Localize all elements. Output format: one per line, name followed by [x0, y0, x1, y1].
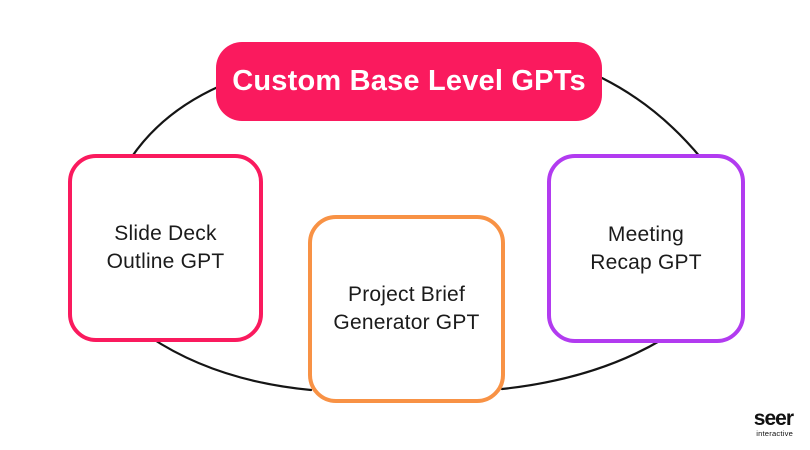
node-label: Project Brief Generator GPT — [333, 281, 479, 336]
logo-wordmark: seer — [753, 407, 794, 430]
diagram-title: Custom Base Level GPTs — [232, 65, 586, 97]
node-project-brief-generator-gpt: Project Brief Generator GPT — [308, 215, 505, 403]
connector-arc-bottom-left — [148, 335, 313, 392]
connector-arc-top-right — [600, 76, 703, 160]
node-slide-deck-outline-gpt: Slide Deck Outline GPT — [68, 154, 263, 342]
logo-subtitle: interactive — [756, 429, 793, 438]
node-label-line2: Outline GPT — [106, 250, 225, 273]
node-label-line2: Recap GPT — [590, 250, 702, 274]
connector-arc-bottom-right — [500, 337, 665, 391]
node-label-line1: Project Brief — [348, 283, 465, 307]
node-label-line2: Generator GPT — [333, 311, 480, 334]
node-label-line1: Meeting — [607, 222, 685, 246]
seer-interactive-logo: seer interactive — [753, 407, 794, 438]
connector-arc-top-left — [129, 84, 222, 160]
title-pill: Custom Base Level GPTs — [216, 42, 602, 121]
node-label: Meeting Recap GPT — [590, 221, 702, 276]
node-meeting-recap-gpt: Meeting Recap GPT — [547, 154, 745, 343]
node-label: Slide Deck Outline GPT — [107, 220, 225, 275]
node-label-line1: Slide Deck — [114, 222, 217, 246]
